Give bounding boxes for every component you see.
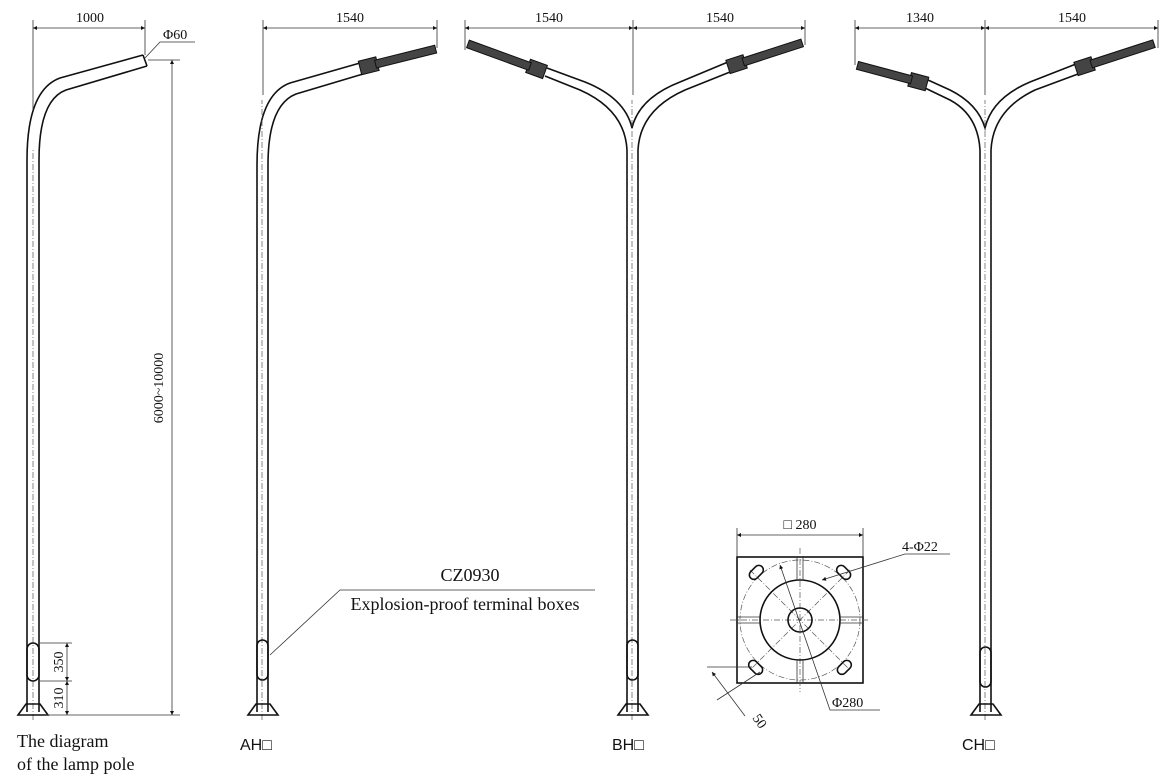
dim-arm-length: 1000: [76, 11, 104, 26]
terminal-box-callout: CZ0930 Explosion-proof terminal boxes: [269, 565, 595, 656]
dim-bolt-circle: Φ280: [832, 696, 863, 711]
caption-line-1: The diagram: [17, 731, 108, 751]
dim-diameter: Φ60: [163, 28, 187, 43]
pole-label: AH□: [240, 737, 272, 754]
terminal-box-description: Explosion-proof terminal boxes: [351, 594, 580, 614]
dim-arm-right: 1540: [1058, 11, 1086, 26]
dim-handhole: 350: [52, 652, 67, 673]
terminal-box-model: CZ0930: [440, 565, 499, 585]
dim-handhole-base: 310: [52, 688, 67, 709]
lamp-head-icon: [1073, 39, 1156, 77]
pole-label: BH□: [612, 737, 644, 754]
dim-arm: 1540: [336, 11, 364, 26]
dim-arm-right: 1540: [706, 11, 734, 26]
dim-plate-width: □ 280: [784, 518, 817, 533]
dim-arm-left: 1540: [535, 11, 563, 26]
dim-slot: 50: [749, 712, 769, 732]
dim-arm-left: 1340: [906, 11, 934, 26]
dim-bolt-holes: 4-Φ22: [902, 540, 938, 555]
pole-c: 1340 1540 CH□: [854, 11, 1159, 754]
pole-b: 1540 1540 BH□: [464, 11, 806, 754]
dim-height: 6000~10000: [152, 353, 167, 424]
lamp-head-icon: [357, 44, 438, 76]
pole-label: CH□: [962, 737, 995, 754]
pole-a: 1540 AH□: [240, 11, 438, 754]
base-plate: □ 280 4-Φ22 Φ280 50: [707, 518, 950, 732]
lamp-head-icon: [725, 38, 805, 75]
lamp-head-icon: [465, 39, 549, 80]
lamp-head-icon: [855, 60, 930, 92]
pole-diagram: 1000 Φ60 6000~10000 350 310 The diagram …: [16, 11, 195, 774]
caption-line-2: of the lamp pole: [17, 754, 134, 774]
